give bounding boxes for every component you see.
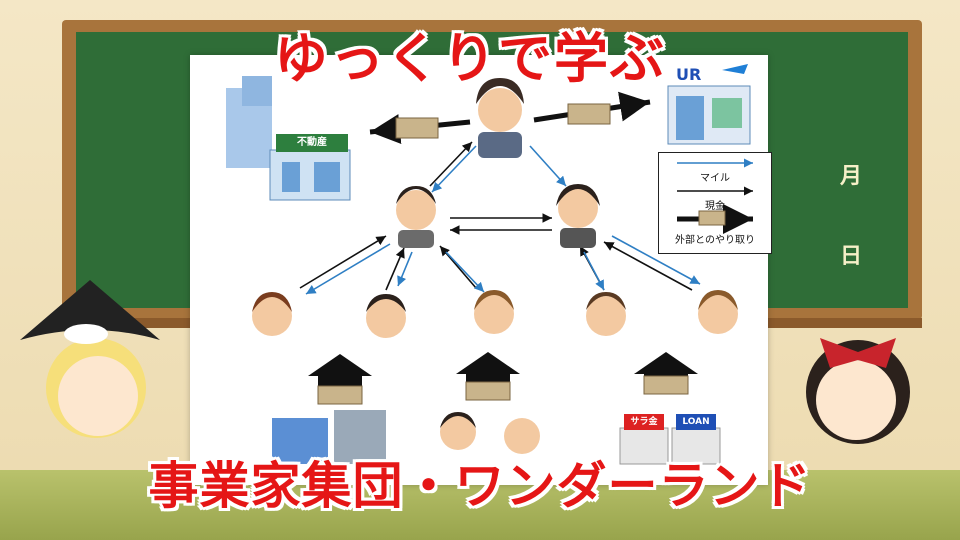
- loan-sign: LOAN: [676, 414, 716, 430]
- board-month: 月: [840, 164, 863, 189]
- loan-shops-icon: [619, 427, 721, 465]
- board-day: 日: [840, 244, 863, 269]
- top-leader-avatar: [476, 78, 524, 158]
- reimu-character-icon: [806, 338, 910, 444]
- member-right-avatar: [556, 184, 600, 248]
- legend-external: 外部とのやり取り: [675, 235, 755, 246]
- legend-cash: 現金: [705, 201, 725, 212]
- downline-avatar: [698, 290, 738, 334]
- upward-cash-arrow-icon: [456, 352, 520, 401]
- downline-avatar: [252, 292, 292, 336]
- legend-box: マイル 現金 外部とのやり取り: [658, 152, 772, 254]
- member-left-avatar: [396, 186, 436, 248]
- video-title: ゆっくりで学ぶ: [274, 27, 666, 90]
- real-estate-sign: 不動産: [276, 134, 348, 152]
- travel-agency-icon: [667, 64, 751, 145]
- downline-avatar: [474, 290, 514, 334]
- travel-agency-sign: UR: [676, 65, 702, 84]
- sara-kin-sign: サラ金: [624, 414, 664, 430]
- legend-markers: [677, 158, 753, 234]
- companies-building-icon: [272, 410, 386, 464]
- downline-avatar: [366, 294, 406, 338]
- real-estate-building-icon: [226, 76, 351, 201]
- cash-bill-icon: [395, 117, 439, 139]
- upward-cash-arrow-icon: [634, 352, 698, 395]
- individual-avatar: [440, 412, 476, 450]
- upward-cash-arrow-icon: [308, 354, 372, 405]
- marisa-character-icon: [20, 280, 160, 438]
- legend-mile: マイル: [700, 173, 730, 184]
- individual-avatar: [504, 418, 540, 454]
- downline-avatar: [586, 292, 626, 336]
- cash-bill-icon: [567, 103, 611, 125]
- video-subtitle: 事業家集団・ワンダーランド: [148, 457, 812, 515]
